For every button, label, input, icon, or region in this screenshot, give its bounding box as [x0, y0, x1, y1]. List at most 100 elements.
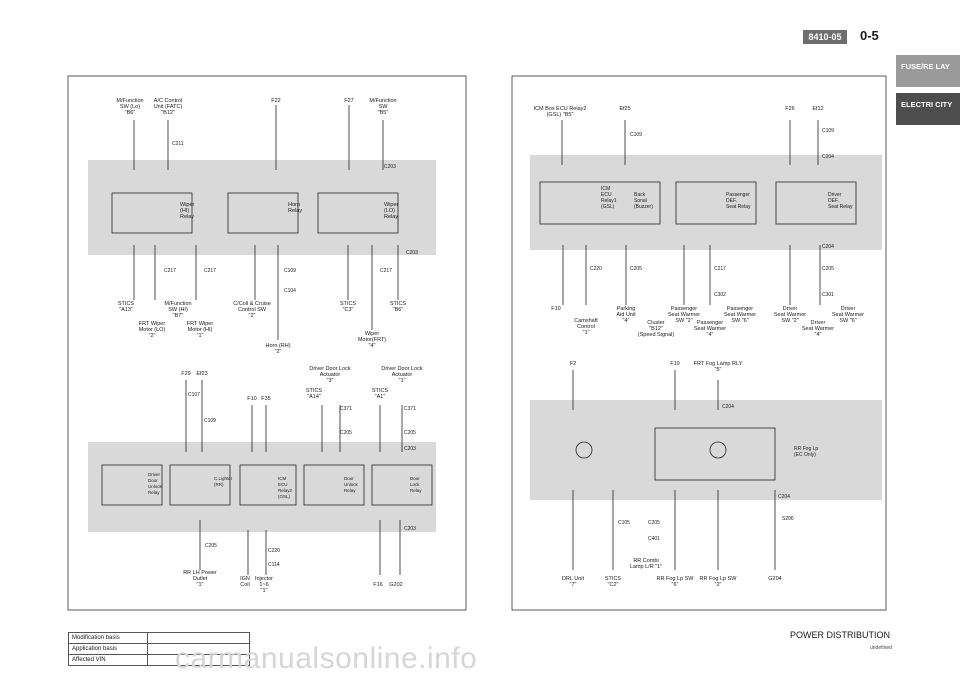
svg-text:C217: C217 — [204, 268, 216, 274]
row-label: Application basis — [68, 643, 148, 655]
svg-text:(GSL) "B5": (GSL) "B5" — [547, 112, 574, 118]
svg-text:ICM: ICM — [278, 476, 287, 481]
svg-text:C371: C371 — [340, 406, 352, 412]
svg-text:C105: C105 — [618, 520, 630, 526]
svg-text:DRL Unit: DRL Unit — [562, 576, 585, 582]
svg-text:Passenger: Passenger — [727, 306, 753, 312]
svg-text:DEF.: DEF. — [726, 198, 737, 204]
svg-text:G202: G202 — [389, 582, 402, 588]
svg-text:SW (HI): SW (HI) — [168, 307, 188, 313]
svg-text:Back: Back — [634, 192, 646, 198]
svg-text:Lamp L/R "1": Lamp L/R "1" — [630, 564, 662, 570]
svg-text:Seat Relay: Seat Relay — [726, 204, 751, 210]
svg-text:Motor(FRT): Motor(FRT) — [358, 337, 386, 343]
svg-text:(GSL): (GSL) — [601, 204, 615, 210]
svg-text:"A13": "A13" — [119, 307, 133, 313]
svg-text:(HI): (HI) — [180, 208, 189, 214]
tab-fuse-relay[interactable]: FUSE/RE LAY — [896, 55, 960, 87]
svg-text:C217: C217 — [380, 268, 392, 274]
svg-text:C217: C217 — [164, 268, 176, 274]
svg-text:Seat Warmer: Seat Warmer — [724, 312, 756, 318]
svg-text:C205: C205 — [630, 266, 642, 272]
svg-text:"7": "7" — [570, 582, 577, 588]
svg-text:C109: C109 — [204, 418, 216, 424]
svg-text:STICS: STICS — [390, 301, 407, 307]
svg-text:C203: C203 — [404, 446, 416, 452]
svg-text:SW "6": SW "6" — [731, 318, 748, 324]
svg-text:SW "6": SW "6" — [839, 318, 856, 324]
svg-text:Outlet: Outlet — [193, 576, 208, 582]
svg-text:STICS: STICS — [306, 388, 323, 394]
svg-text:"B5": "B5" — [378, 110, 389, 116]
tab-electricity[interactable]: ELECTRI CITY — [896, 93, 960, 125]
svg-text:F27: F27 — [344, 98, 353, 104]
svg-text:DEF.: DEF. — [828, 198, 839, 204]
svg-text:C205: C205 — [340, 430, 352, 436]
svg-text:ICM: ICM — [601, 186, 610, 192]
svg-text:Relay: Relay — [148, 490, 160, 495]
svg-text:FRT Wiper: FRT Wiper — [139, 321, 166, 327]
svg-text:Ef23: Ef23 — [196, 371, 207, 377]
svg-text:"1": "1" — [197, 582, 204, 588]
svg-text:C204: C204 — [822, 244, 834, 250]
svg-text:C205: C205 — [822, 266, 834, 272]
svg-text:"4": "4" — [707, 332, 714, 338]
svg-text:"A1": "A1" — [375, 394, 386, 400]
svg-text:"2": "2" — [715, 582, 722, 588]
svg-text:"A14": "A14" — [307, 394, 321, 400]
svg-text:"2": "2" — [275, 349, 282, 355]
svg-text:STICS: STICS — [340, 301, 357, 307]
svg-text:RR Fog Lp SW: RR Fog Lp SW — [657, 576, 695, 582]
svg-text:Passenger: Passenger — [726, 192, 750, 198]
svg-text:Ef25: Ef25 — [619, 106, 630, 112]
svg-text:(Buzzer): (Buzzer) — [634, 204, 653, 210]
svg-text:Horn (RH): Horn (RH) — [265, 343, 290, 349]
svg-text:ICM Box ECU Relay2: ICM Box ECU Relay2 — [534, 106, 587, 112]
svg-text:SW (Lo): SW (Lo) — [120, 104, 140, 110]
svg-text:C401: C401 — [648, 536, 660, 542]
svg-text:F19: F19 — [670, 361, 679, 367]
svg-text:"6": "6" — [672, 582, 679, 588]
svg-text:"B12": "B12" — [649, 326, 663, 332]
svg-text:Control: Control — [577, 324, 595, 330]
svg-text:C/Coil & Cruise: C/Coil & Cruise — [233, 301, 271, 307]
svg-text:M/Function: M/Function — [116, 98, 143, 104]
svg-text:Relay2: Relay2 — [278, 488, 293, 493]
watermark: carmanualsonline.info — [175, 642, 478, 675]
svg-text:STICS: STICS — [118, 301, 135, 307]
svg-text:"1": "1" — [197, 333, 204, 339]
svg-text:FRT Wiper: FRT Wiper — [187, 321, 214, 327]
svg-text:"B7": "B7" — [173, 313, 184, 319]
svg-text:C114: C114 — [268, 562, 280, 568]
svg-text:Motor (LO): Motor (LO) — [139, 327, 166, 333]
svg-text:Ef12: Ef12 — [812, 106, 823, 112]
svg-text:SW: SW — [379, 104, 389, 110]
svg-text:C211: C211 — [172, 141, 184, 147]
svg-text:Unit (FATC): Unit (FATC) — [154, 104, 183, 110]
svg-text:C371: C371 — [404, 406, 416, 412]
svg-text:Seat Warmer: Seat Warmer — [802, 326, 834, 332]
svg-text:Relay: Relay — [344, 488, 356, 493]
revision-table: Modification basis Application basis Aff… — [68, 632, 250, 666]
svg-text:C301: C301 — [822, 292, 834, 298]
svg-text:Seat Warmer: Seat Warmer — [694, 326, 726, 332]
svg-text:"4": "4" — [369, 343, 376, 349]
svg-text:IGN: IGN — [240, 576, 250, 582]
svg-text:F22: F22 — [271, 98, 280, 104]
svg-text:Passenger: Passenger — [671, 306, 697, 312]
footer-subtitle: undefined — [870, 645, 892, 651]
svg-text:Cluster: Cluster — [647, 320, 665, 326]
svg-text:C204: C204 — [722, 404, 734, 410]
svg-text:1~6: 1~6 — [259, 582, 268, 588]
svg-text:A/C Control: A/C Control — [154, 98, 182, 104]
svg-text:Driver Door Lock: Driver Door Lock — [381, 366, 423, 372]
svg-text:"1": "1" — [399, 378, 406, 384]
table-row: Affected VIN — [68, 654, 250, 666]
svg-text:"2": "2" — [149, 333, 156, 339]
svg-text:Driver: Driver — [783, 306, 798, 312]
svg-text:Seat Relay: Seat Relay — [828, 204, 853, 210]
svg-text:Aid Unit: Aid Unit — [616, 312, 636, 318]
svg-text:Relay: Relay — [180, 214, 194, 220]
svg-text:C204: C204 — [778, 494, 790, 500]
svg-text:F10: F10 — [247, 396, 256, 402]
